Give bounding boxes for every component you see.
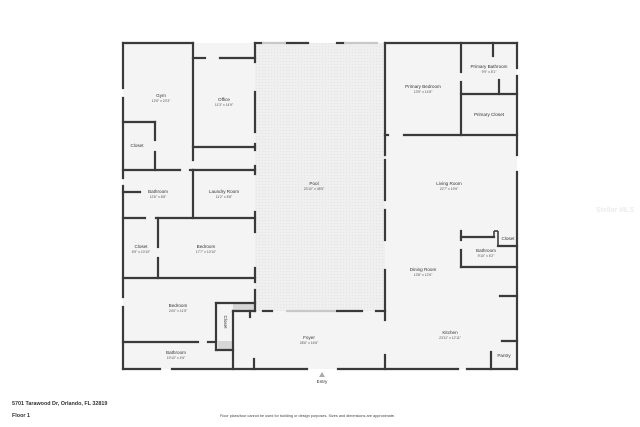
svg-text:17'7" x 10'10": 17'7" x 10'10" [196, 250, 217, 254]
svg-text:Primary Bedroom: Primary Bedroom [405, 84, 441, 89]
room-primary-bathroom: Primary Bathroom 9'9" x 8'1" [470, 64, 507, 74]
svg-text:11'3" x 14'9": 11'3" x 14'9" [215, 103, 234, 107]
watermark: Stellar MLS [596, 207, 635, 214]
walls [121, 41, 519, 371]
room-laundry: Laundry Room 11'2" x 8'8" [209, 189, 239, 199]
svg-text:28'6" x 16'6": 28'6" x 16'6" [300, 341, 319, 345]
svg-text:19'10" x 4'6": 19'10" x 4'6" [167, 356, 186, 360]
room-closet-east: Closet [501, 236, 515, 241]
svg-text:Primary Bathroom: Primary Bathroom [470, 64, 507, 69]
svg-text:23'10" x 48'5": 23'10" x 48'5" [304, 187, 325, 191]
svg-text:Bathroom: Bathroom [148, 189, 168, 194]
svg-text:23'11" x 12'11": 23'11" x 12'11" [439, 336, 462, 340]
room-primary-bedroom: Primary Bedroom 13'9" x 14'8" [405, 84, 441, 94]
room-bathroom-east: Bathroom 9'10" x 5'2" [476, 248, 496, 258]
property-address: 5701 Tarawood Dr, Orlando, FL 32819 [12, 401, 108, 407]
svg-text:Pantry: Pantry [497, 353, 511, 358]
closet-hatch-top [233, 303, 255, 311]
svg-text:Bathroom: Bathroom [166, 350, 186, 355]
svg-text:Laundry Room: Laundry Room [209, 189, 239, 194]
entry-arrow-icon [319, 372, 325, 377]
svg-text:Bedroom: Bedroom [197, 244, 216, 249]
svg-text:22'7" x 19'6": 22'7" x 19'6" [440, 187, 459, 191]
svg-text:6'9" x 10'10": 6'9" x 10'10" [132, 250, 151, 254]
svg-text:11'2" x 8'8": 11'2" x 8'8" [216, 195, 233, 199]
svg-text:Foyer: Foyer [303, 335, 315, 340]
room-kitchen: Kitchen 23'11" x 12'11" [439, 330, 462, 340]
svg-text:Gym: Gym [156, 93, 166, 98]
svg-text:Bedroom: Bedroom [169, 303, 188, 308]
floor-label: Floor 1 [12, 413, 30, 419]
room-gym: Gym 12'6" x 23'3" [152, 93, 171, 103]
room-pantry: Pantry [497, 353, 511, 358]
room-closet-small: Closet [223, 315, 228, 329]
svg-text:Bathroom: Bathroom [476, 248, 496, 253]
closet-hatch-bottom [218, 341, 232, 349]
svg-text:13'8" x 12'6": 13'8" x 12'6" [414, 273, 433, 277]
svg-text:Dining Room: Dining Room [410, 267, 437, 272]
room-bedroom-middle: Bedroom 17'7" x 10'10" [196, 244, 217, 254]
room-office: Office 11'3" x 14'9" [215, 97, 234, 107]
pool-area [255, 43, 385, 311]
room-bathroom-southwest: Bathroom 19'10" x 4'6" [166, 350, 186, 360]
room-closet-gym: Closet [130, 143, 144, 148]
svg-text:Closet: Closet [223, 315, 228, 329]
room-foyer: Foyer 28'6" x 16'6" [300, 335, 319, 345]
svg-text:Primary Closet: Primary Closet [474, 112, 505, 117]
svg-text:Closet: Closet [134, 244, 148, 249]
room-dining: Dining Room 13'8" x 12'6" [410, 267, 437, 277]
disclaimer: Floor plans/tour cannot be used for buil… [220, 414, 395, 418]
room-bathroom-west: Bathroom 12'6" x 8'8" [148, 189, 168, 199]
svg-text:13'9" x 14'8": 13'9" x 14'8" [414, 90, 433, 94]
room-bedroom-southwest: Bedroom 24'0" x 11'5" [169, 303, 188, 313]
svg-text:24'0" x 11'5": 24'0" x 11'5" [169, 309, 188, 313]
room-primary-closet: Primary Closet [474, 112, 505, 117]
room-pool: Pool 23'10" x 48'5" [304, 181, 325, 191]
svg-text:12'6" x 23'3": 12'6" x 23'3" [152, 99, 171, 103]
room-closet-west: Closet 6'9" x 10'10" [132, 244, 151, 254]
svg-text:9'10" x 5'2": 9'10" x 5'2" [478, 254, 496, 258]
svg-text:Office: Office [218, 97, 230, 102]
room-living: Living Room 22'7" x 19'6" [436, 181, 462, 191]
svg-text:12'6" x 8'8": 12'6" x 8'8" [150, 195, 168, 199]
entry-label: Entry [317, 379, 328, 384]
svg-text:Closet: Closet [501, 236, 515, 241]
svg-text:Living Room: Living Room [436, 181, 462, 186]
svg-text:Pool: Pool [309, 181, 318, 186]
svg-text:Kitchen: Kitchen [442, 330, 458, 335]
svg-text:Closet: Closet [130, 143, 144, 148]
svg-text:9'9" x 8'1": 9'9" x 8'1" [482, 70, 498, 74]
